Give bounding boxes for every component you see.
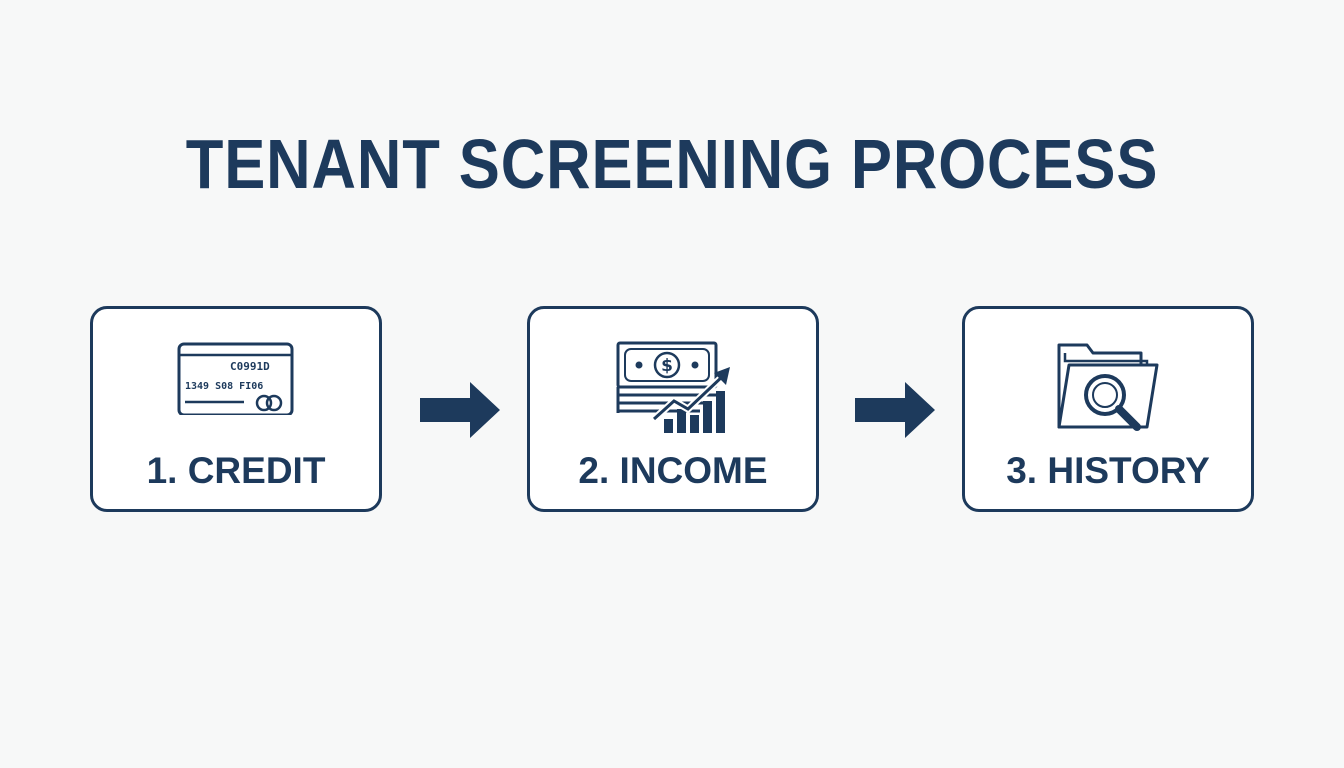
step-credit-card: C0991D 1349 S08 FI06 1. CREDIT [90,306,382,512]
step-label-income: 2. INCOME [578,450,768,491]
step-label-credit: 1. CREDIT [146,450,326,491]
step-label-history: 3. HISTORY [1006,450,1210,491]
money-growth-chart-icon: $ [530,335,816,445]
credit-card-icon: C0991D 1349 S08 FI06 [93,335,379,445]
page-title: TENANT SCREENING PROCESS [185,125,1159,203]
step-history-card: 3. HISTORY [962,306,1254,512]
folder-search-icon [965,335,1251,445]
step-income-card: $ 2. INCOME [527,306,819,512]
arrow-right-icon [418,378,502,442]
dollar-sign-text: $ [661,356,673,376]
arrow-right-icon [853,378,937,442]
card-code-text: C0991D [230,360,270,373]
card-number-text: 1349 S08 FI06 [185,381,263,392]
